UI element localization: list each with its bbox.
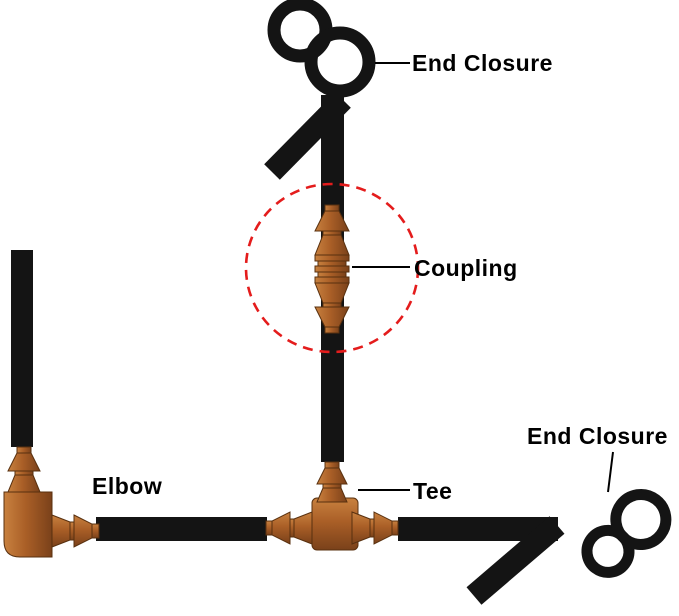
- label-coupling: Coupling: [414, 255, 518, 281]
- end-closure-clip-top: [267, 0, 376, 98]
- coupling-highlight-circle: [244, 182, 420, 354]
- label-end-closure-top: End Closure: [412, 50, 553, 76]
- end-closure-clip-bottom: [581, 488, 672, 578]
- tee-fitting: [265, 461, 399, 551]
- label-end-closure-bottom: End Closure: [527, 423, 668, 449]
- label-tee: Tee: [413, 478, 453, 504]
- leader-line-end-closure-bottom: [607, 451, 614, 493]
- label-elbow: Elbow: [92, 473, 163, 499]
- tube-bottom-left: [96, 517, 267, 541]
- coupling-fitting: [314, 204, 350, 334]
- elbow-fitting: [3, 446, 100, 558]
- tube-left-vertical: [11, 250, 33, 447]
- tube-bottom-fold: [466, 516, 565, 605]
